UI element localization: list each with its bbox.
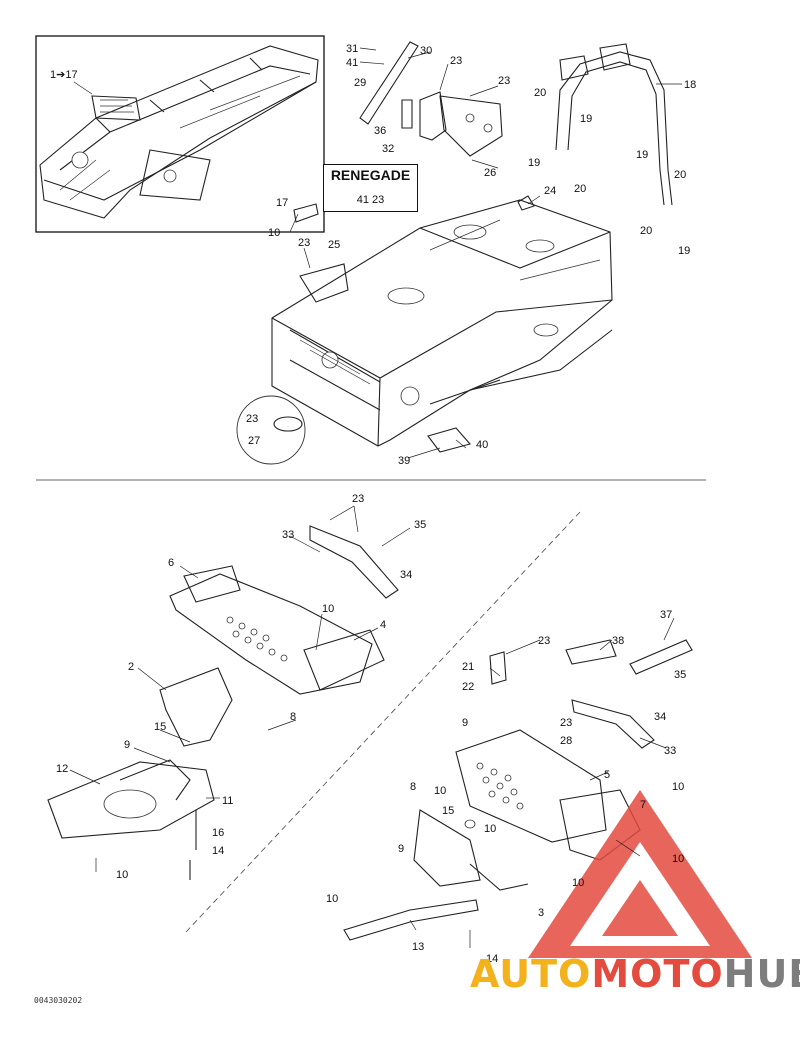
main-frame [271,199,613,447]
callout-32: 32 [382,143,394,155]
renegade-title: RENEGADE [330,167,411,183]
callout-27: 27 [248,435,260,447]
callout-r-9b: 9 [398,843,404,855]
watermark-auto: AUTO [470,952,592,996]
callouts-left: 23 33 35 34 6 10 4 2 8 15 9 12 11 16 14 … [56,493,426,881]
callout-20a: 20 [534,87,546,99]
callout-r-28: 28 [560,735,572,747]
watermark-hub: HUB [723,952,800,996]
callout-19d: 19 [678,245,690,257]
callout-l-15: 15 [154,721,166,733]
callout-r-23: 23 [538,635,550,647]
callout-r-21: 21 [462,661,474,673]
inset-label: 1➔17 [50,69,78,81]
callout-29: 29 [354,77,366,89]
callout-r-35: 35 [674,669,686,681]
leader-lines [69,47,682,948]
callout-r-33: 33 [664,745,676,757]
callout-l-6: 6 [168,557,174,569]
callout-l-12: 12 [56,763,68,775]
callout-r-10c: 10 [484,823,496,835]
callout-23b: 23 [498,75,510,87]
callout-r-23b: 23 [560,717,572,729]
section-divider-diagonal [185,511,581,933]
callout-40: 40 [476,439,488,451]
callout-24: 24 [544,185,556,197]
figure-code: 0043030202 [34,996,83,1005]
callout-l-14: 14 [212,845,224,857]
callout-l-8: 8 [290,711,296,723]
renegade-variant-box: RENEGADE 41 23 [323,164,418,212]
callout-30: 30 [420,45,432,57]
callout-r-10a: 10 [434,785,446,797]
callout-23c: 23 [298,237,310,249]
callout-r-8: 8 [410,781,416,793]
callout-31: 31 [346,43,358,55]
callout-26: 26 [484,167,496,179]
callout-l-9: 9 [124,739,130,751]
callout-l-11: 11 [222,795,233,807]
callout-r-5: 5 [604,769,610,781]
callout-19c: 19 [636,149,648,161]
callout-23a: 23 [450,55,462,67]
renegade-part-numbers: 41 23 [356,194,385,206]
callout-r-9: 9 [462,717,468,729]
callout-r-13: 13 [412,941,424,953]
callout-l-10: 10 [322,603,334,615]
callout-r-10d: 10 [672,853,684,865]
callout-l-4: 4 [380,619,386,631]
callout-l-2: 2 [128,661,134,673]
callout-36: 36 [374,125,386,137]
right-skid-assembly [343,639,693,941]
callout-20d: 20 [640,225,652,237]
callout-r-3: 3 [538,907,544,919]
callout-l-34: 34 [400,569,412,581]
callout-r-34: 34 [654,711,666,723]
callout-l-33: 33 [282,529,294,541]
callout-r-10f: 10 [326,893,338,905]
callout-19a: 19 [580,113,592,125]
callout-l-10b: 10 [116,869,128,881]
callout-l-35: 35 [414,519,426,531]
callout-20b: 20 [574,183,586,195]
callout-25: 25 [328,239,340,251]
callouts-top: 31 41 30 29 23 23 36 32 26 18 20 19 19 2… [246,43,696,467]
callout-10a: 10 [268,227,280,239]
left-skid-assembly [47,525,399,880]
callout-23d: 23 [246,413,258,425]
callout-r-7: 7 [640,799,646,811]
callout-20c: 20 [674,169,686,181]
callout-17: 17 [276,197,288,209]
callout-r-10e: 10 [572,877,584,889]
callouts-right: 37 38 23 21 35 22 34 23 9 28 33 5 10 10 … [326,609,686,965]
callout-r-14: 14 [486,953,498,965]
inset-overview [35,35,325,233]
callout-r-37: 37 [660,609,672,621]
callout-r-38: 38 [612,635,624,647]
callout-39: 39 [398,455,410,467]
steering-support-loop [555,43,673,206]
callout-l-16: 16 [212,827,224,839]
watermark-logo [528,790,752,958]
callout-18: 18 [684,79,696,91]
callout-l-23: 23 [352,493,364,505]
callout-r-15: 15 [442,805,454,817]
watermark-text: AUTOMOTOHUB [470,952,800,996]
callout-r-22: 22 [462,681,474,693]
callout-41: 41 [346,57,358,69]
callout-r-10b: 10 [672,781,684,793]
callout-19b: 19 [528,157,540,169]
top-small-parts [236,41,535,465]
watermark-moto: MOTO [591,952,724,996]
